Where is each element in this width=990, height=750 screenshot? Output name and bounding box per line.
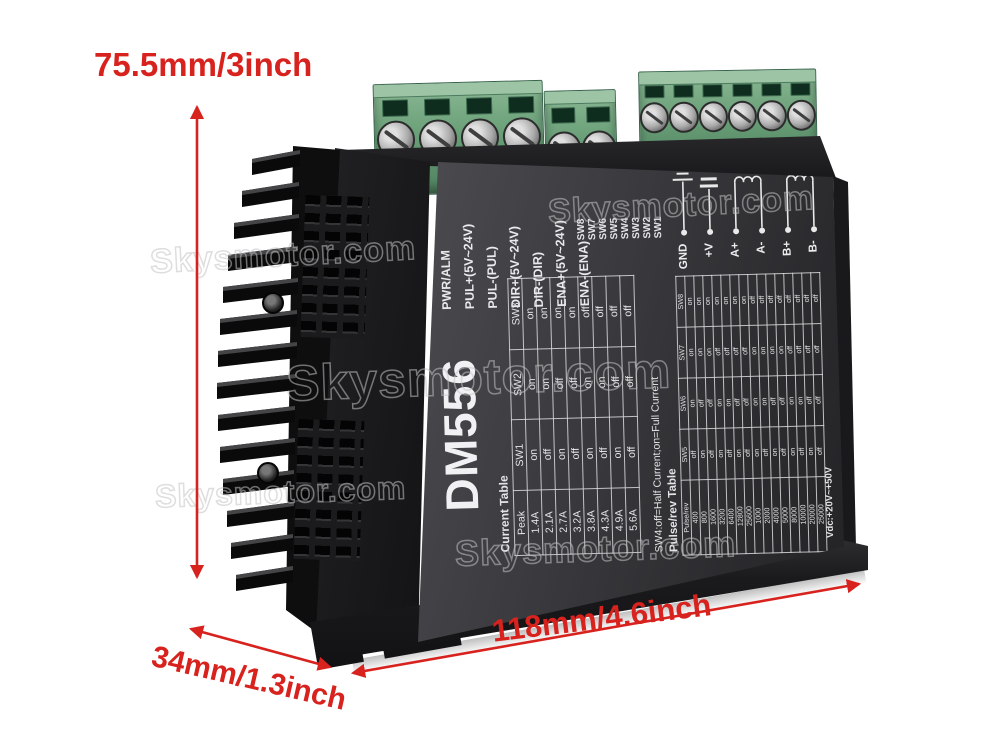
vdc-note: Vdc:+20V~+50V [823,466,837,539]
pin-label: DIR-(DIR) [530,251,547,308]
pin-label: PWR/ALM [438,249,455,311]
pin-label: PUL+(5V~24V) [460,223,478,310]
motor-terminal-label: B- [807,240,820,253]
table-cell: off [623,416,640,488]
table-cell: off [813,374,824,426]
motor-terminal-label: +V [703,242,716,258]
label-right-column: PWR/ALM PUL+(5V~24V) PUL-(PUL) DIR+(5V~24V)… [428,162,830,312]
mounting-screw [262,292,284,314]
height-dimension-label: 75.5mm/3inch [94,46,313,83]
wiring-schematic: GND +V A+ A- B+ B- [668,162,830,282]
motor-terminal-labels: GND +V A+ A- B+ B- [670,240,827,282]
motor-terminal-label: GND [677,243,691,270]
pin-labels-list: PWR/ALM PUL+(5V~24V) PUL-(PUL) DIR+(5V~24V)… [434,219,597,310]
mounting-screw [257,462,279,484]
schematic-symbols [672,166,818,236]
pin-label: ENA+(5V~24V) [552,219,570,308]
motor-terminal-label: B+ [781,240,794,257]
table-cell: off [812,323,823,375]
pin-label: PUL-(PUL) [484,245,501,309]
motor-terminal-label: A- [755,241,768,254]
pin-label: DIR+(5V~24V) [506,225,524,309]
capacitor-symbol-icon [699,177,718,188]
coil-a-symbol-icon [734,175,762,183]
motor-terminal-label: A+ [729,242,742,258]
